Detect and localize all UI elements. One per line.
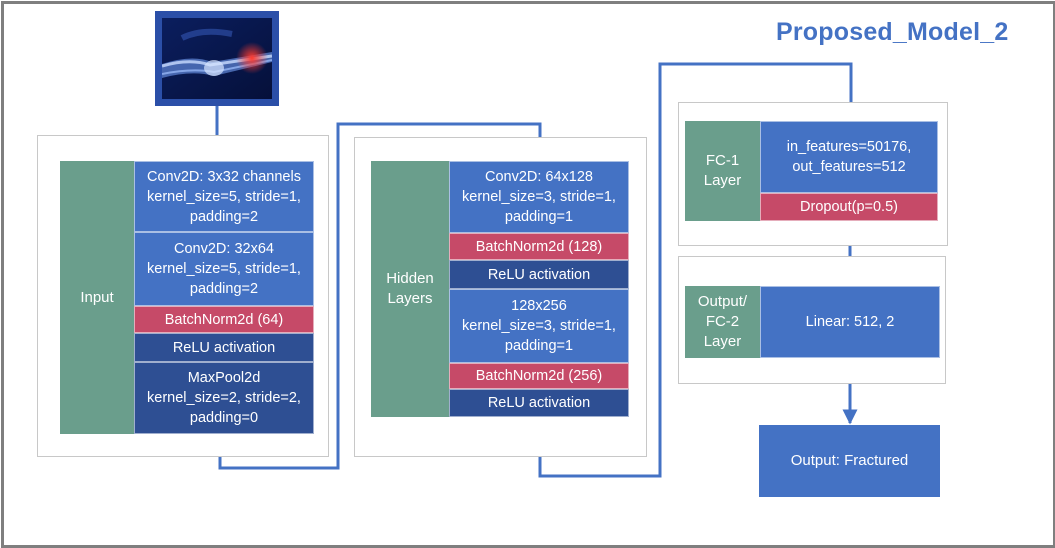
input-conv2d-block-1: Conv2D: 3x32 channels kernel_size=5, str… [134,161,314,232]
hidden-conv-256-block: 128x256 kernel_size=3, stride=1, padding… [449,289,629,363]
hidden-batchnorm-256-block: BatchNorm2d (256) [449,363,629,389]
hidden-relu-block-2: ReLU activation [449,389,629,417]
hidden-conv2d-block: Conv2D: 64x128 kernel_size=3, stride=1, … [449,161,629,233]
arrow-hidden-to-fc1 [538,62,859,478]
input-side-label: Input [60,161,134,434]
fc1-features-block: in_features=50176, out_features=512 [760,121,938,193]
input-maxpool-block: MaxPool2d kernel_size=2, stride=2, paddi… [134,362,314,434]
fc2-side-label: Output/ FC-2 Layer [685,286,760,358]
hidden-side-label: Hidden Layers [371,161,449,417]
fc1-side-label: FC-1 Layer [685,121,760,221]
input-batchnorm-block: BatchNorm2d (64) [134,306,314,333]
fc1-dropout-block: Dropout(p=0.5) [760,193,938,221]
diagram-title: Proposed_Model_2 [776,18,1009,46]
xray-image [155,11,279,106]
xray-elbow-picture [161,18,273,99]
hidden-batchnorm-128-block: BatchNorm2d (128) [449,233,629,260]
output-block: Output: Fractured [759,425,940,497]
fc2-linear-block: Linear: 512, 2 [760,286,940,358]
input-conv2d-block-2: Conv2D: 32x64 kernel_size=5, stride=1, p… [134,232,314,306]
input-relu-block: ReLU activation [134,333,314,362]
arrow-input-to-hidden [218,122,548,470]
hidden-relu-block-1: ReLU activation [449,260,629,289]
